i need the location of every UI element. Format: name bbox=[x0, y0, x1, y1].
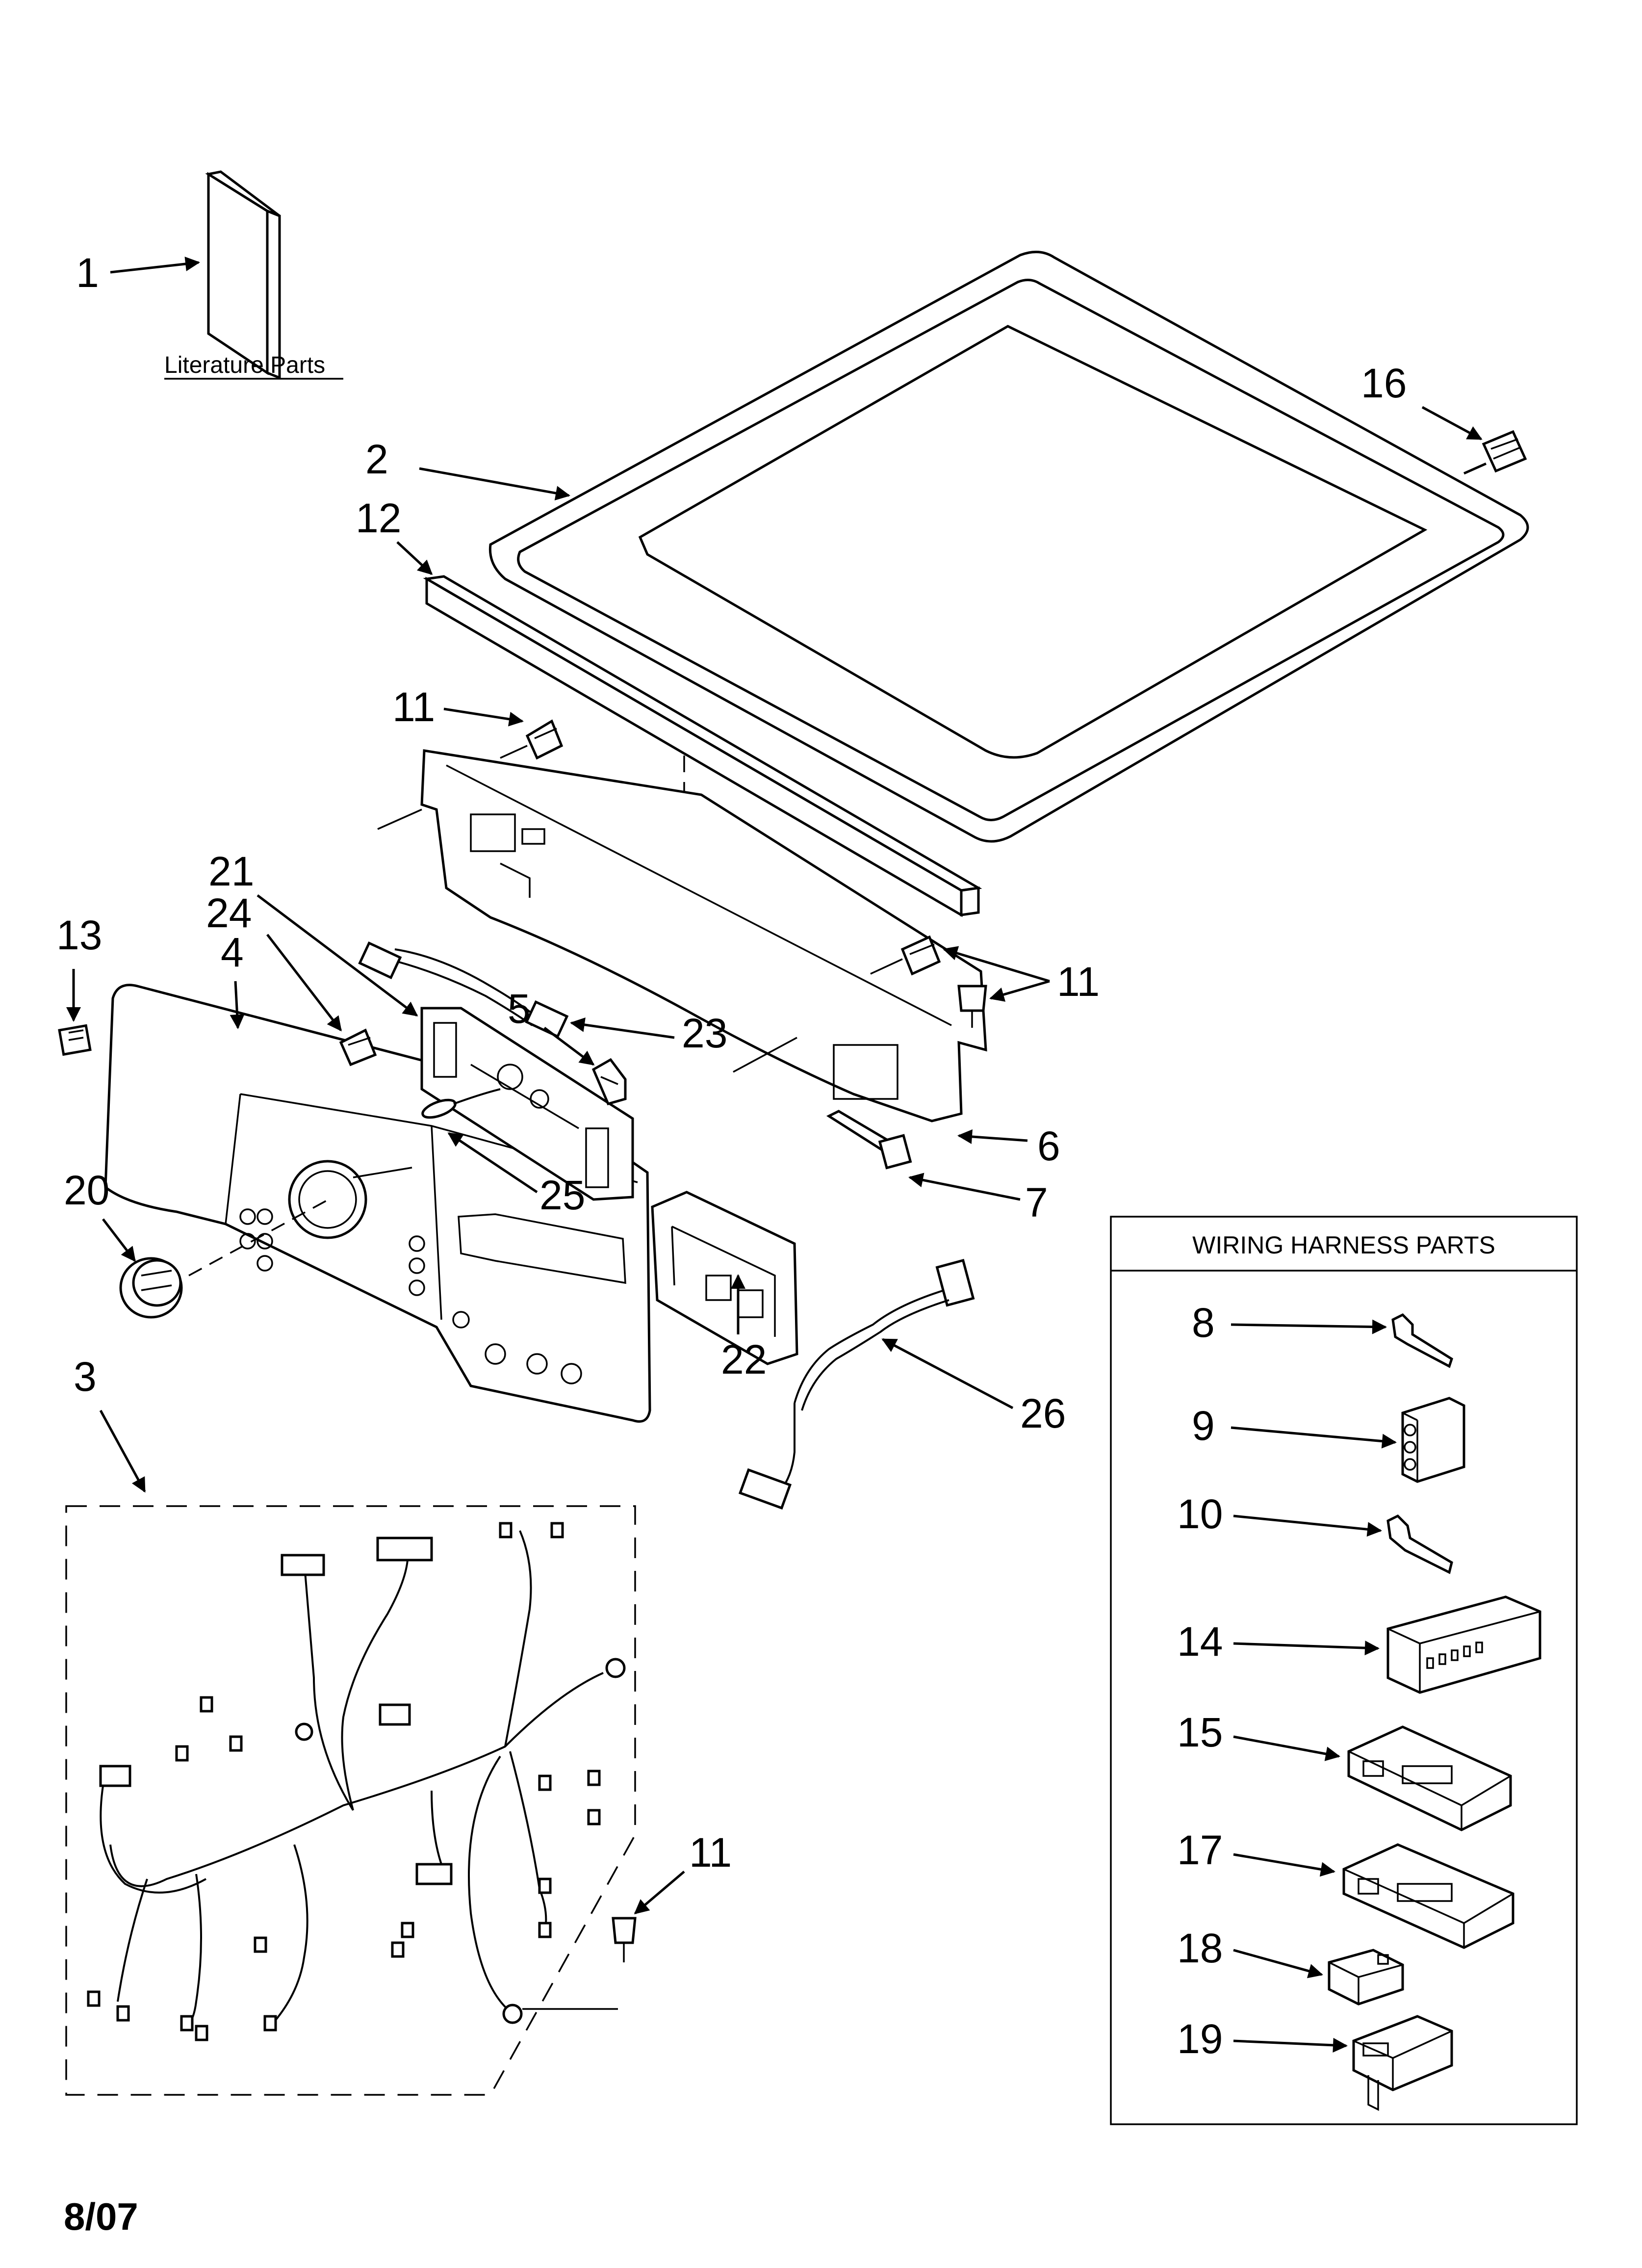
leader-11b-2 bbox=[989, 980, 1050, 1002]
label-6: 6 bbox=[1037, 1123, 1060, 1169]
leader-10 bbox=[1233, 1514, 1382, 1537]
label-8: 8 bbox=[1192, 1300, 1215, 1346]
label-15: 15 bbox=[1177, 1709, 1223, 1755]
knob-dashline bbox=[188, 1199, 329, 1277]
leader-16 bbox=[1421, 406, 1483, 441]
label-13: 13 bbox=[56, 912, 102, 958]
leader-5 bbox=[543, 1027, 595, 1066]
connector-17 bbox=[1342, 1843, 1514, 1949]
screw-11-right bbox=[900, 935, 987, 1028]
label-12: 12 bbox=[356, 495, 401, 541]
leader-2 bbox=[419, 467, 570, 500]
leader-6 bbox=[957, 1129, 1028, 1144]
screw-24 bbox=[339, 1028, 377, 1067]
leader-26 bbox=[881, 1338, 1014, 1409]
connector-19 bbox=[1352, 2015, 1453, 2111]
terminal-10 bbox=[1386, 1514, 1453, 1574]
label-17: 17 bbox=[1177, 1827, 1223, 1873]
leader-14 bbox=[1233, 1641, 1380, 1656]
wiring-harness-title: WIRING HARNESS PARTS bbox=[1192, 1231, 1495, 1259]
leader-9 bbox=[1231, 1426, 1397, 1449]
leader-3 bbox=[99, 1409, 146, 1493]
leader-4 bbox=[230, 981, 245, 1029]
label-10: 10 bbox=[1177, 1491, 1223, 1537]
leader-17 bbox=[1233, 1853, 1335, 1877]
leader-6-ref-a bbox=[377, 808, 422, 830]
harness-23 bbox=[358, 941, 569, 1038]
leader-7 bbox=[908, 1173, 1021, 1201]
tie-strap-7 bbox=[826, 1110, 912, 1170]
leader-20 bbox=[102, 1218, 136, 1262]
screw-16 bbox=[1482, 430, 1527, 473]
control-housing-21 bbox=[420, 1007, 634, 1201]
knob-20 bbox=[119, 1257, 183, 1319]
label-16: 16 bbox=[1361, 360, 1407, 406]
leader-1 bbox=[110, 257, 200, 274]
label-2: 2 bbox=[365, 436, 388, 482]
main-harness-3 bbox=[65, 1505, 636, 2096]
clip-5 bbox=[591, 1058, 627, 1106]
label-18: 18 bbox=[1177, 1925, 1223, 1971]
label-11c: 11 bbox=[689, 1829, 732, 1876]
leader-11a-b bbox=[500, 745, 528, 759]
label-19: 19 bbox=[1177, 2016, 1223, 2062]
literature-booklet bbox=[205, 170, 281, 380]
label-21: 21 bbox=[208, 848, 254, 894]
label-11b: 11 bbox=[1057, 959, 1100, 1005]
leader-6-ref-b bbox=[733, 1037, 797, 1073]
label-14: 14 bbox=[1177, 1618, 1223, 1665]
label-4: 4 bbox=[221, 929, 244, 975]
label-23: 23 bbox=[682, 1010, 727, 1056]
terminal-8 bbox=[1391, 1313, 1453, 1368]
leader-21 bbox=[257, 894, 418, 1017]
wiring-harness-box bbox=[1110, 1216, 1578, 2125]
label-20: 20 bbox=[64, 1167, 109, 1213]
label-7: 7 bbox=[1025, 1179, 1048, 1225]
label-5: 5 bbox=[508, 986, 531, 1032]
leader-11a bbox=[443, 707, 524, 727]
front-strip bbox=[423, 575, 982, 917]
literature-caption: Literature Parts bbox=[164, 352, 325, 378]
label-22: 22 bbox=[721, 1336, 767, 1382]
leader-15 bbox=[1233, 1735, 1340, 1761]
button-13 bbox=[58, 1024, 92, 1056]
console-bracket bbox=[420, 749, 987, 1122]
connector-14 bbox=[1386, 1595, 1541, 1694]
leader-23 bbox=[570, 1017, 675, 1039]
leader-8 bbox=[1231, 1319, 1387, 1334]
display-board-22 bbox=[651, 1191, 798, 1365]
label-9: 9 bbox=[1192, 1403, 1215, 1449]
label-1: 1 bbox=[76, 250, 99, 296]
leader-16b bbox=[1463, 462, 1487, 475]
top-panel bbox=[488, 251, 1529, 843]
leader-25 bbox=[447, 1132, 538, 1194]
leader-18 bbox=[1233, 1949, 1323, 1979]
label-24: 24 bbox=[206, 890, 252, 936]
label-25: 25 bbox=[539, 1172, 585, 1218]
leader-12 bbox=[396, 541, 433, 575]
leader-19 bbox=[1233, 2037, 1348, 2053]
leader-24 bbox=[266, 934, 342, 1032]
screw-11-lower bbox=[612, 1917, 637, 1962]
label-26: 26 bbox=[1020, 1390, 1066, 1436]
connector-9 bbox=[1401, 1397, 1465, 1483]
label-3: 3 bbox=[74, 1354, 97, 1400]
connector-18 bbox=[1328, 1949, 1404, 2006]
leader-11b-1 bbox=[943, 946, 1050, 983]
leader-11c bbox=[634, 1871, 685, 1914]
screw-11-top bbox=[525, 719, 564, 760]
date-code: 8/07 bbox=[64, 2195, 138, 2238]
harness-26 bbox=[738, 1259, 975, 1510]
connector-15 bbox=[1347, 1725, 1512, 1831]
leader-11b-ref bbox=[870, 958, 903, 975]
label-11a: 11 bbox=[392, 684, 435, 730]
thermistor-25 bbox=[421, 1088, 501, 1119]
